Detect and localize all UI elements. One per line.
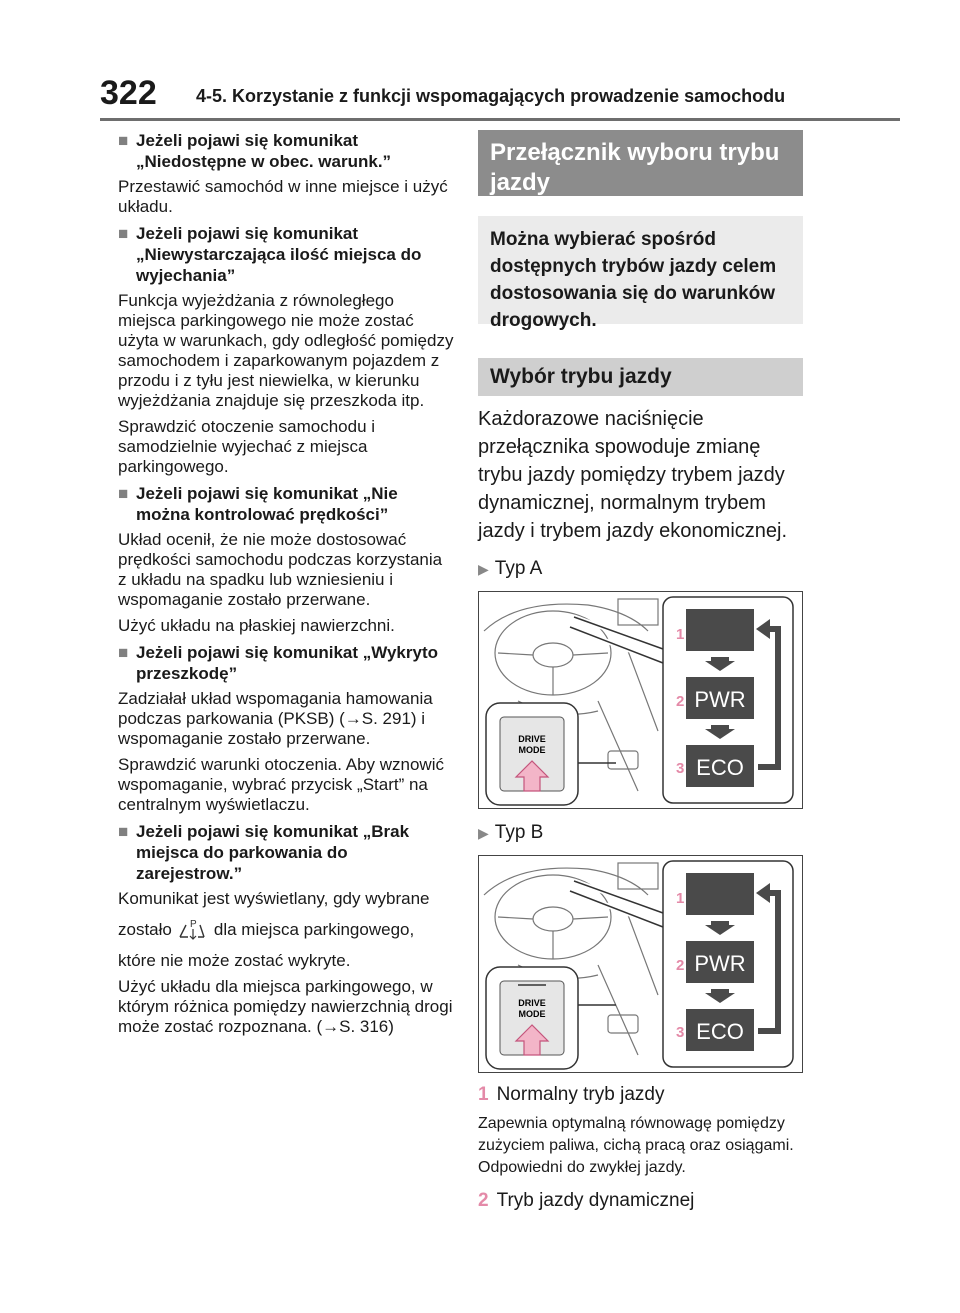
paragraph: Układ ocenił, że nie może dostosować prę… [118, 530, 443, 609]
normal-mode-panel [686, 609, 754, 651]
down-arrow-icon [705, 657, 735, 671]
pwr-mode-panel [686, 677, 754, 719]
mode-label: PWR [694, 687, 745, 712]
square-bullet-icon: ■ [118, 822, 129, 841]
paragraph: Sprawdzić otoczenie samochodu i samodzie… [118, 417, 376, 476]
normal-mode-panel [686, 873, 754, 915]
figure-type-a: DRIVE MODE 1 2 PWR 3 ECO [478, 591, 803, 809]
chapter-title: 4-5. Korzystanie z funkcji wspomagającyc… [196, 86, 786, 106]
mode-label: ECO [696, 1019, 744, 1044]
left-column: ■Jeżeli pojawi się komunikat „Niedostępn… [118, 130, 454, 1043]
pwr-mode-panel [686, 941, 754, 983]
eco-mode-panel [686, 1009, 754, 1051]
subsection-title: Wybór trybu jazdy [478, 358, 803, 396]
figure-type-b: DRIVE MODE 1 2 PWR 3 ECO [478, 855, 803, 1073]
square-bullet-icon: ■ [118, 131, 129, 150]
right-column: Przełącznik wyboru trybu jazdy Można wyb… [478, 130, 803, 1213]
dashboard-illustration [483, 862, 659, 1056]
paragraph: Funkcja wyjeżdżania z równoległego miejs… [118, 291, 454, 410]
paragraph: które nie może zostać wykryte. [118, 951, 351, 970]
header-rule [100, 118, 900, 121]
square-bullet-icon: ■ [118, 643, 129, 662]
mode-number: 3 [676, 1024, 684, 1041]
paragraph: Przestawić samochód w inne miejsce i uży… [118, 177, 448, 216]
eco-mode-panel [686, 745, 754, 787]
mode-number: 1 [676, 626, 684, 643]
paragraph: Sprawdzić warunki otoczenia. Aby wznowić… [118, 755, 444, 814]
down-arrow-icon [705, 725, 735, 739]
mode-number: 3 [676, 760, 684, 777]
section-heading: ■Jeżeli pojawi się komunikat „Niedostępn… [118, 131, 392, 171]
mode-number: 2 [676, 693, 684, 710]
button-label: DRIVE [518, 998, 546, 1008]
mode-label: PWR [694, 951, 745, 976]
button-label: MODE [519, 1009, 546, 1019]
page-number: 322 [100, 74, 157, 112]
legend-item-description: Zapewnia optymalną równowagę pomiędzy zu… [478, 1115, 794, 1176]
button-label: DRIVE [518, 734, 546, 744]
section-heading: ■Jeżeli pojawi się komunikat „Niewystarc… [118, 224, 422, 285]
return-arrow-icon [756, 883, 770, 903]
section-title: Przełącznik wyboru trybu jazdy [478, 130, 803, 196]
paragraph: Użyć układu dla miejsca parkingowego, w … [118, 977, 453, 1036]
square-bullet-icon: ■ [118, 484, 129, 503]
paragraph: Komunikat jest wyświetlany, gdy wybrane [118, 889, 430, 908]
section-heading: ■Jeżeli pojawi się komunikat „Wykryto pr… [118, 643, 439, 683]
triangle-right-icon: ▶ [478, 561, 489, 577]
triangle-right-icon: ▶ [478, 825, 489, 841]
svg-text:P: P [190, 919, 197, 930]
button-label: MODE [519, 745, 546, 755]
parking-space-icon: P [179, 919, 205, 940]
intro-box: Można wybierać spośród dostępnych trybów… [478, 216, 803, 331]
mode-number: 2 [676, 957, 684, 974]
down-arrow-icon [705, 921, 735, 935]
paragraph-with-icon: zostało P dla miejsca parkingowego, [118, 919, 415, 940]
mode-label: ECO [696, 755, 744, 780]
body-paragraph: Każdorazowe naciśnięcie przełącznika spo… [478, 408, 788, 542]
return-arrow-icon [756, 619, 770, 639]
down-arrow-icon [705, 989, 735, 1003]
press-arrow-icon [514, 760, 550, 792]
paragraph: Zadziałał układ wspomagania hamowania po… [118, 689, 433, 748]
type-b-label: ▶Typ B [478, 822, 544, 843]
dashboard-illustration [483, 598, 659, 792]
square-bullet-icon: ■ [118, 224, 129, 243]
section-heading: ■Jeżeli pojawi się komunikat „Nie można … [118, 484, 398, 524]
type-a-label: ▶Typ A [478, 558, 543, 579]
mode-number: 1 [676, 890, 684, 907]
paragraph: Użyć układu na płaskiej nawierzchni. [118, 616, 395, 635]
section-heading: ■Jeżeli pojawi się komunikat „Brak miejs… [118, 822, 410, 883]
press-arrow-icon [514, 1024, 550, 1056]
